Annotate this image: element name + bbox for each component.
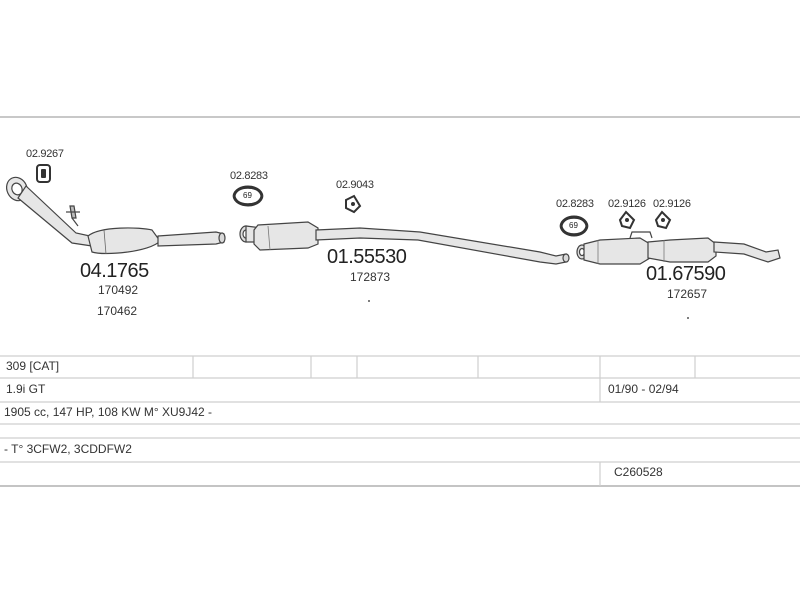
catalytic-converter-drawing [6,164,226,255]
middle-silencer-drawing [232,185,570,265]
table-years: 01/90 - 02/94 [608,382,679,396]
table-code: C260528 [614,465,663,479]
mount-number-4: 02.9126 [653,198,691,210]
part-number-catalytic: 04.1765 [80,260,149,282]
rear-silencer-drawing [559,210,781,265]
part-ref-rear-1: 172657 [667,287,708,301]
table-model: 309 [CAT] [6,359,60,373]
clamp-number-2: 02.8283 [556,198,594,210]
part-ref-catalytic-1: 170492 [98,283,139,297]
part-number-rear: 01.67590 [646,263,726,285]
clamp-label-rear: 69 [569,221,578,230]
table-specs: 1905 cc, 147 HP, 108 KW M° XU9J42 - [4,405,213,419]
part-number-middle: 01.55530 [327,246,407,268]
table-types: - T° 3CFW2, 3CDDFW2 [4,442,132,456]
clamp-number-1: 02.8283 [230,170,268,182]
mount-number-3: 02.9126 [608,198,646,210]
mount-number-2: 02.9043 [336,179,374,191]
dot-marker-middle [368,300,370,302]
spec-table-lines [0,355,800,487]
dot-marker-rear [687,317,689,319]
mount-number-1: 02.9267 [26,148,64,160]
part-ref-middle-1: 172873 [350,270,391,284]
table-engine: 1.9i GT [6,382,46,396]
part-ref-catalytic-2: 170462 [97,304,138,318]
clamp-label-middle: 69 [243,191,252,200]
